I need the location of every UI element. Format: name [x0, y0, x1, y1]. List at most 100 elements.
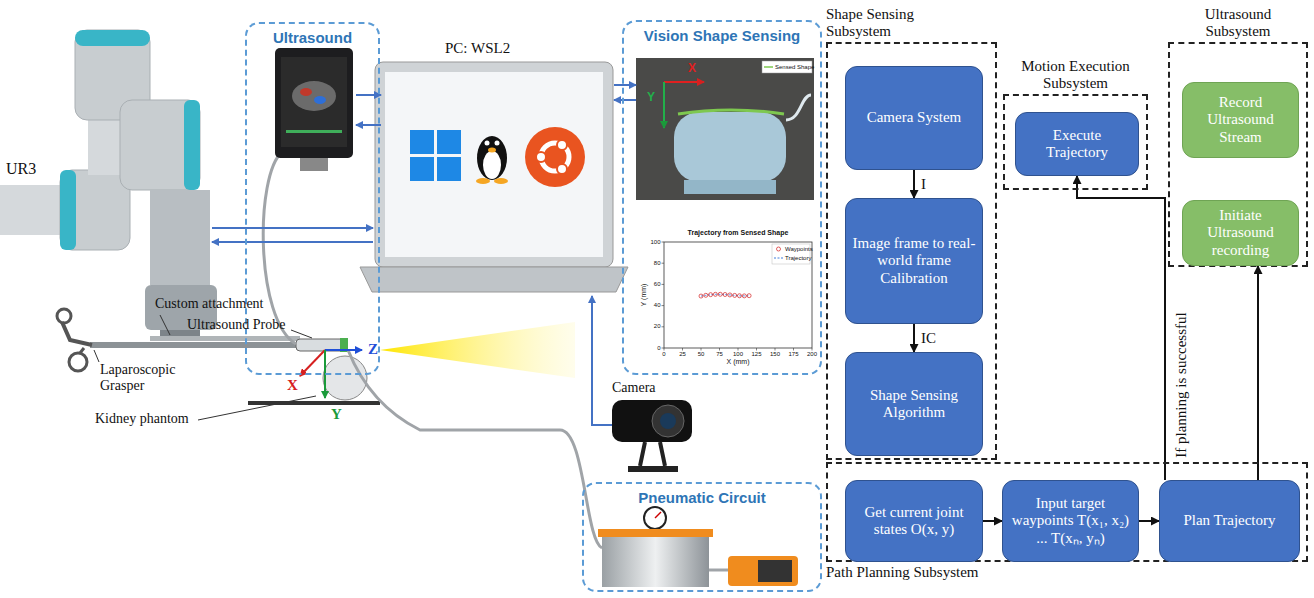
part-label: Kidney phantom	[95, 411, 189, 427]
leader-lines	[94, 350, 99, 362]
laptop	[410, 157, 434, 181]
tick-label: 60	[654, 281, 661, 288]
phantom	[248, 401, 380, 405]
laptop	[483, 151, 501, 179]
legend-sample	[764, 64, 773, 70]
leader-lines	[160, 315, 170, 335]
legend-text: Sensed Shape	[775, 64, 814, 70]
group-box: Shape Sensing SubsystemCamera SystemImag…	[826, 42, 997, 460]
tick-label: 100	[733, 351, 743, 358]
process-box: Shape Sensing Algorithm	[845, 352, 983, 456]
data-arrows	[592, 296, 612, 425]
waypoint-marker	[737, 294, 741, 298]
group-heading: Shape Sensing Subsystem	[826, 6, 946, 41]
data-arrows	[212, 241, 373, 243]
tick-label: 0	[657, 345, 660, 352]
tick-mark	[662, 305, 665, 306]
axes	[300, 350, 325, 376]
tick-mark	[662, 242, 665, 243]
box-text: Camera System	[867, 109, 962, 126]
plot-label: X (mm)	[727, 358, 750, 366]
process-box: Initiate Ultrasound recording	[1182, 200, 1299, 266]
flow-arrow	[983, 520, 1002, 522]
pneumatic	[655, 512, 661, 518]
camera	[652, 405, 684, 437]
tick-label: 200	[807, 351, 817, 358]
photo	[684, 180, 776, 194]
photo	[786, 95, 811, 120]
waypoint-marker	[704, 293, 708, 297]
legend-line	[774, 258, 783, 259]
tick-mark	[756, 348, 757, 351]
laptop	[375, 62, 613, 267]
leader-lines	[198, 396, 316, 420]
process-box: Image frame to real-world frame Calibrat…	[845, 198, 983, 324]
group-heading: Vision Shape Sensing	[624, 27, 820, 44]
pneumatic	[602, 537, 709, 587]
data-arrows	[212, 227, 373, 229]
grasper	[62, 322, 92, 345]
tick-label: 50	[698, 351, 705, 358]
ultrasound-device	[275, 48, 353, 171]
camera	[612, 400, 692, 442]
group-heading: Path Planning Subsystem	[826, 564, 1046, 581]
flow-arrow	[1077, 176, 1165, 480]
data-arrows	[356, 94, 381, 96]
laptop	[525, 127, 585, 187]
box-text: Initiate Ultrasound recording	[1189, 207, 1292, 259]
photo	[664, 81, 704, 83]
ultrasound-device	[275, 48, 353, 158]
waypoint-marker	[699, 294, 703, 298]
box-text: Input target waypoints T(x₁, x₂) ... T(x…	[1009, 495, 1132, 547]
tick-mark	[662, 326, 665, 327]
legend-text: Waypoints	[785, 246, 813, 252]
flow-arrow	[1139, 520, 1159, 522]
trajectory-line	[701, 294, 749, 296]
laptop	[360, 267, 628, 292]
ultrasound-device	[292, 81, 336, 111]
pneumatic	[758, 560, 792, 582]
pneumatic	[598, 529, 713, 537]
group-heading: Ultrasound	[247, 29, 378, 46]
data-arrows	[614, 84, 636, 86]
robot-arm	[60, 170, 130, 250]
process-box: Plan Trajectory	[1159, 480, 1300, 562]
trajectory-plot	[664, 242, 812, 348]
legend-entry: Sensed Shape	[764, 64, 814, 70]
photo	[663, 82, 665, 128]
axis-letter: X	[287, 377, 298, 394]
tick-mark	[662, 263, 665, 264]
laptop	[495, 141, 500, 146]
tick-mark	[662, 284, 665, 285]
edge-label: IC	[920, 330, 937, 347]
axis-letter: Y	[331, 406, 342, 423]
group-box: Vision Shape Sensing	[622, 20, 822, 375]
box-text: Shape Sensing Algorithm	[852, 387, 976, 422]
grasper	[150, 336, 300, 341]
ultrasound-device	[286, 130, 342, 133]
ultrasound-device	[300, 158, 328, 171]
waypoint-marker	[747, 294, 751, 298]
pneumatic	[598, 507, 798, 587]
waypoint-marker	[742, 294, 746, 298]
legend-text: Trajectory	[785, 255, 811, 261]
waypoint-marker	[718, 292, 722, 296]
tick-mark	[775, 348, 776, 351]
part-label: Laparoscopic Grasper	[100, 362, 192, 394]
photo	[636, 58, 814, 200]
axis-letter: Y	[647, 91, 655, 105]
flow-arrow	[913, 324, 915, 352]
camera	[612, 400, 692, 472]
ultrasound-device	[314, 96, 326, 104]
tubes	[263, 152, 296, 344]
waypoint-marker	[709, 293, 713, 297]
flow-arrow	[913, 170, 915, 198]
plot-label: Y (mm)	[640, 284, 648, 307]
grasper	[69, 353, 87, 371]
grasper	[90, 342, 300, 348]
photo	[678, 110, 784, 114]
pneumatic	[644, 507, 666, 529]
box-text: Plan Trajectory	[1183, 512, 1275, 529]
box-text: Execute Trajectory	[1022, 127, 1132, 162]
process-box: Camera System	[845, 66, 983, 170]
